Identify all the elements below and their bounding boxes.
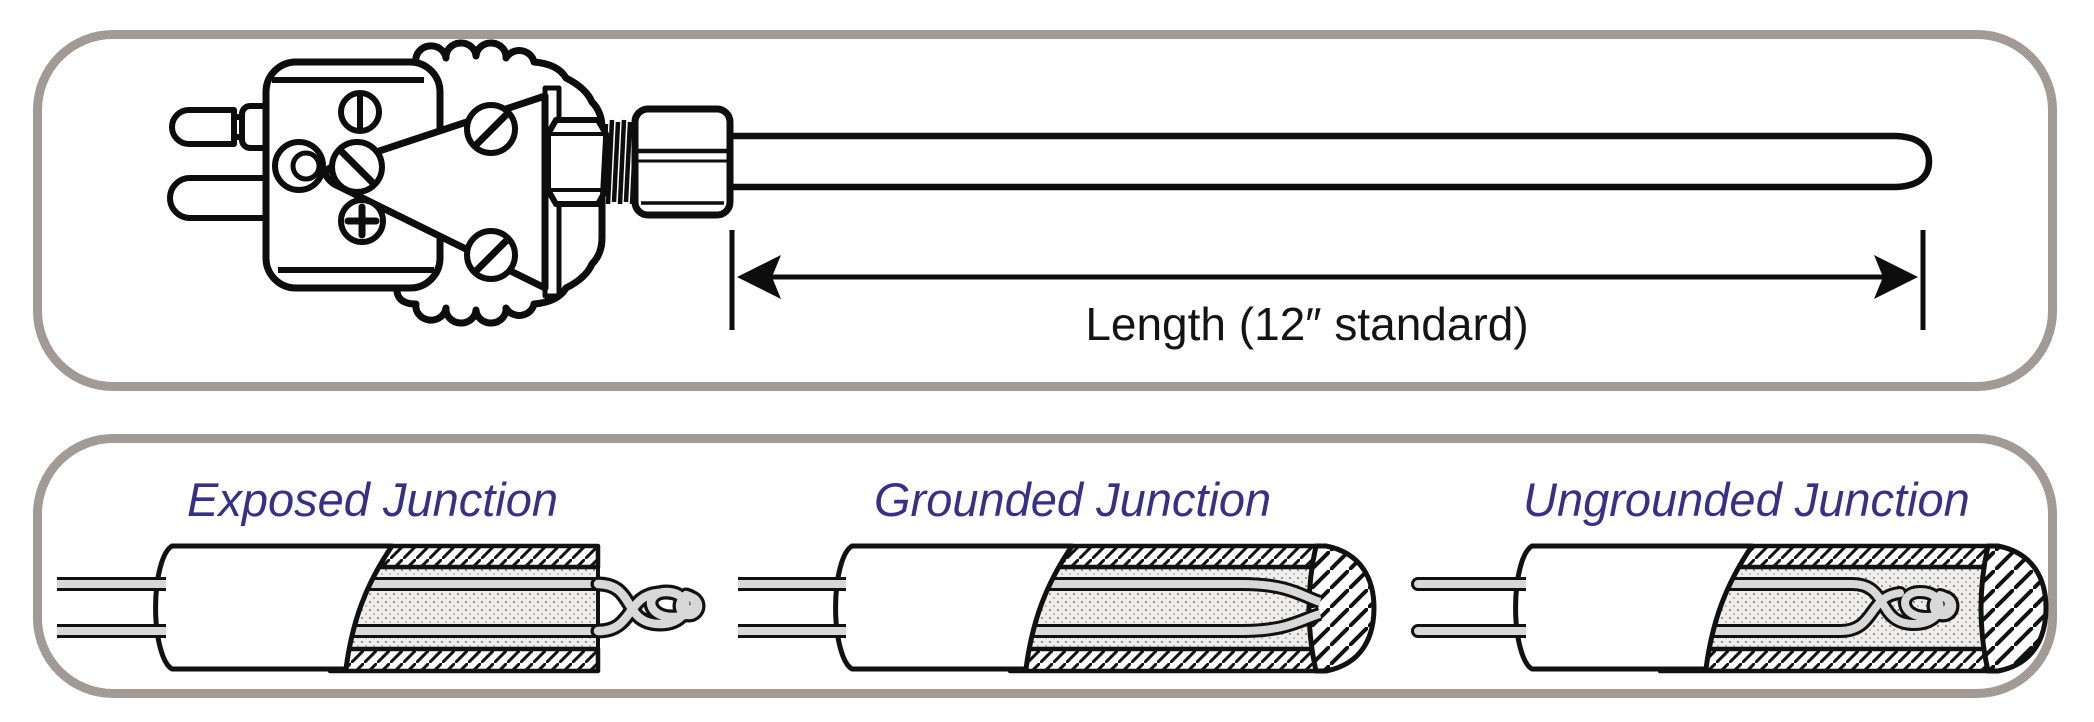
exposed-junction-label: Exposed Junction — [187, 473, 559, 526]
probe-overview-panel — [33, 30, 2057, 391]
length-dimension-label: Length (12″ standard) — [1085, 298, 1529, 350]
grounded-junction-label: Grounded Junction — [874, 473, 1272, 526]
ungrounded-junction-label: Ungrounded Junction — [1523, 473, 1970, 526]
